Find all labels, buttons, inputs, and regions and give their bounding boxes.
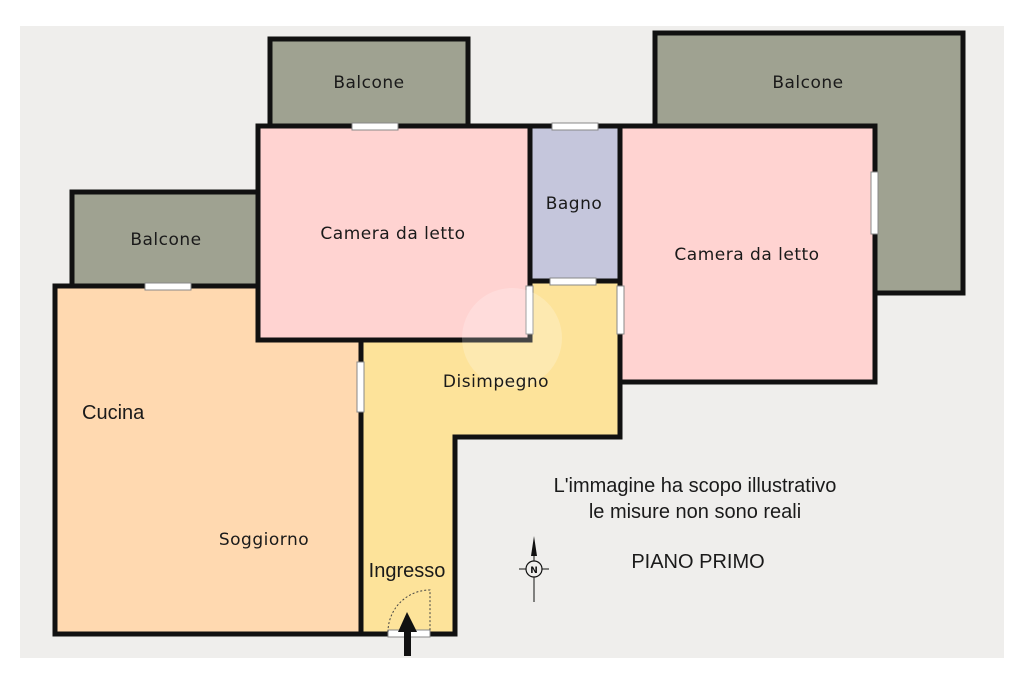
entrance-door-swing bbox=[387, 589, 431, 633]
door-bathroom bbox=[549, 277, 597, 286]
balcony-top bbox=[267, 36, 471, 130]
window-bedroom-left bbox=[351, 122, 399, 131]
label-entrance: Ingresso bbox=[369, 560, 446, 582]
label-living-room: Soggiorno bbox=[219, 530, 309, 550]
label-hallway: Disimpegno bbox=[443, 372, 549, 392]
label-bathroom: Bagno bbox=[546, 194, 603, 214]
floor-label: PIANO PRIMO bbox=[631, 551, 764, 573]
compass-letter: N bbox=[530, 566, 538, 576]
window-bedroom-right bbox=[870, 171, 879, 235]
label-balcony-right: Balcone bbox=[772, 73, 843, 93]
kitchen-living-room bbox=[52, 283, 364, 637]
compass-icon: N bbox=[519, 536, 549, 602]
entrance-arrow-icon bbox=[398, 612, 417, 656]
door-bedroom-right bbox=[616, 285, 625, 335]
window-kitchen bbox=[144, 282, 192, 291]
door-kitchen bbox=[356, 361, 365, 413]
label-kitchen: Cucina bbox=[82, 402, 145, 424]
bedroom-right bbox=[617, 123, 878, 385]
window-bathroom bbox=[551, 122, 599, 131]
label-balcony-left: Balcone bbox=[130, 230, 201, 250]
watermark-logo bbox=[462, 288, 562, 388]
note-measures: le misure non sono reali bbox=[589, 501, 801, 523]
label-bedroom-right: Camera da letto bbox=[674, 245, 819, 265]
label-bedroom-left: Camera da letto bbox=[320, 224, 465, 244]
note-illustrative: L'immagine ha scopo illustrativo bbox=[554, 475, 837, 497]
windows bbox=[144, 122, 879, 638]
door-bedroom-left bbox=[525, 285, 534, 335]
label-balcony-top: Balcone bbox=[333, 73, 404, 93]
balcony-left bbox=[69, 189, 263, 291]
